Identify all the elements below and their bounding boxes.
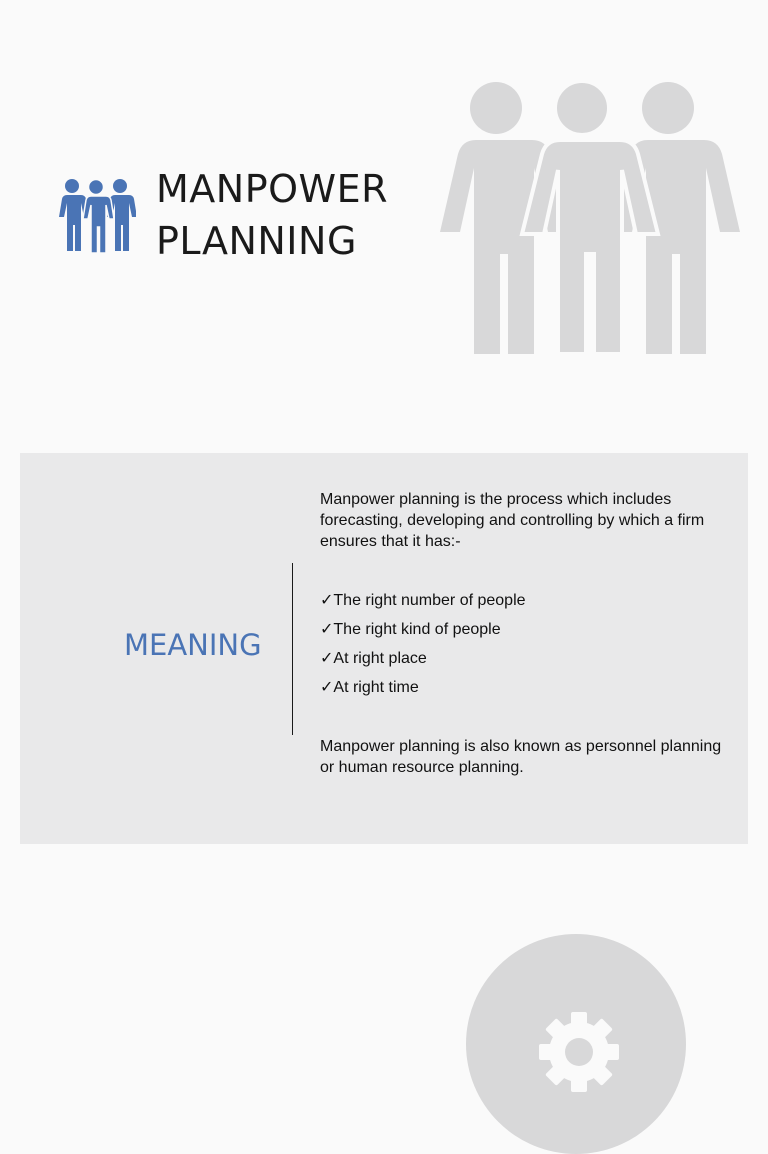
people-group-icon — [59, 178, 136, 254]
checklist-item: ✓At right time — [320, 679, 419, 696]
title-line-1: MANPOWER — [156, 167, 389, 211]
next-slide — [0, 880, 768, 1154]
intro-paragraph: Manpower planning is the process which i… — [320, 491, 705, 550]
gear-icon — [466, 934, 686, 1154]
vertical-divider — [292, 563, 293, 735]
title-slide: MANPOWER PLANNING — [0, 0, 768, 420]
checklist-item: ✓The right number of people — [320, 592, 526, 609]
section-heading: MEANING — [124, 628, 262, 662]
people-group-icon — [440, 79, 740, 354]
closing-paragraph: Manpower planning is also known as perso… — [320, 738, 722, 776]
checklist: ✓The right number of people ✓The right k… — [320, 590, 526, 706]
content-block: Manpower planning is the process which i… — [320, 489, 730, 776]
meaning-slide: MEANING Manpower planning is the process… — [20, 453, 748, 844]
title-line-2: PLANNING — [156, 219, 357, 263]
checklist-item: ✓At right place — [320, 650, 427, 667]
checklist-item: ✓The right kind of people — [320, 621, 501, 638]
page-title: MANPOWER PLANNING — [156, 163, 388, 267]
